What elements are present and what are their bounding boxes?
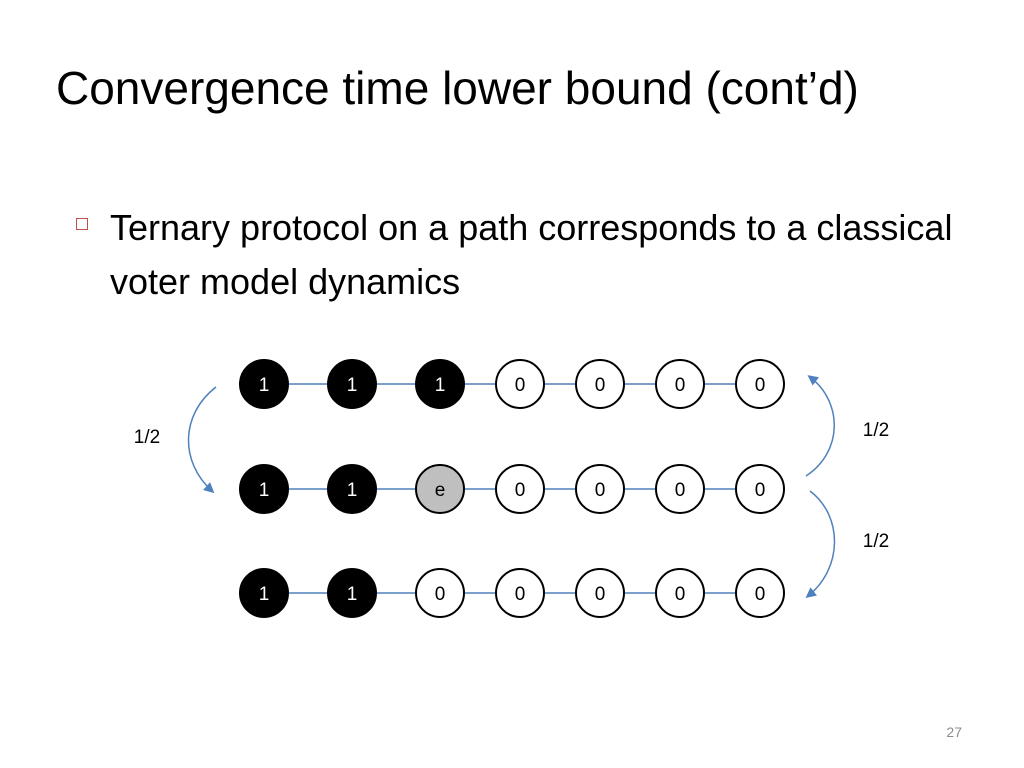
right-bottom-transition-label: 1/2 [863,531,889,552]
node-row-2-col-4: 0 [495,464,545,514]
node-label: 1 [347,584,358,605]
node-circle [415,568,465,618]
node-circle [239,359,289,409]
left-transition-arrow [187,386,217,494]
node-row-3-col-4: 0 [495,568,545,618]
node-row-3-col-5: 0 [575,568,625,618]
node-row-2-col-7: 0 [735,464,785,514]
node-circle [655,359,705,409]
node-row-1-col-3: 1 [415,359,465,409]
node-circle [575,464,625,514]
right-bottom-transition-arrow [805,490,836,598]
node-label: 1 [347,375,358,396]
slide-title: Convergence time lower bound (cont’d) [56,62,859,114]
node-label: 0 [755,375,766,396]
node-circle [327,359,377,409]
node-label: 0 [515,584,526,605]
node-row-2-col-3: e [415,464,465,514]
node-label: 1 [347,480,358,501]
node-circle [735,464,785,514]
node-label: 0 [755,584,766,605]
node-label: 1 [435,375,446,396]
node-label: 0 [435,584,446,605]
node-row-3-col-7: 0 [735,568,785,618]
node-row-1-col-1: 1 [239,359,289,409]
node-row-3-col-1: 1 [239,568,289,618]
node-row-2-col-2: 1 [327,464,377,514]
square-bullet-icon [76,218,88,230]
node-circle [239,568,289,618]
node-row-1-col-6: 0 [655,359,705,409]
node-circle [655,568,705,618]
node-label: 0 [595,375,606,396]
node-row-3-col-3: 0 [415,568,465,618]
node-label: 0 [595,584,606,605]
node-row-1-col-5: 0 [575,359,625,409]
node-label: 1 [259,480,270,501]
node-label: 0 [515,480,526,501]
node-row-3-col-6: 0 [655,568,705,618]
node-circle [415,359,465,409]
node-label: e [435,480,446,501]
right-top-transition-label: 1/2 [863,420,889,441]
node-label: 0 [675,480,686,501]
node-circle [735,359,785,409]
bullet-text: Ternary protocol on a path corresponds t… [110,207,953,302]
page-number: 27 [946,724,962,740]
node-circle [327,568,377,618]
node-label: 0 [595,480,606,501]
right-top-transition-arrow [805,375,835,477]
node-circle [495,568,545,618]
node-label: 0 [675,584,686,605]
node-circle [575,568,625,618]
node-circle [655,464,705,514]
node-row-2-col-5: 0 [575,464,625,514]
node-row-1-col-7: 0 [735,359,785,409]
node-label: 1 [259,375,270,396]
node-row-2-col-1: 1 [239,464,289,514]
node-row-1-col-2: 1 [327,359,377,409]
node-circle [415,464,465,514]
node-row-3-col-2: 1 [327,568,377,618]
node-row-2-col-6: 0 [655,464,705,514]
left-transition-label: 1/2 [134,427,160,448]
node-circle [735,568,785,618]
node-label: 0 [675,375,686,396]
node-label: 0 [755,480,766,501]
node-circle [495,359,545,409]
node-circle [239,464,289,514]
node-row-1-col-4: 0 [495,359,545,409]
node-label: 1 [259,584,270,605]
node-circle [327,464,377,514]
node-circle [575,359,625,409]
node-label: 0 [515,375,526,396]
node-circle [495,464,545,514]
